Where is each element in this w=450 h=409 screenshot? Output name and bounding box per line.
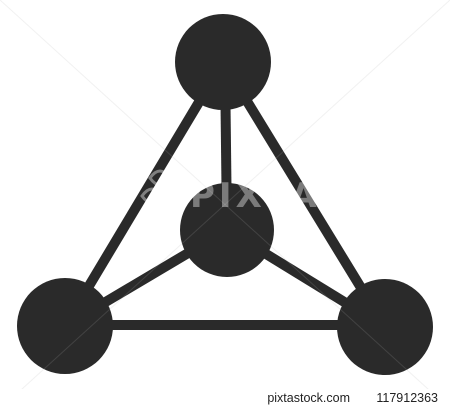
footer-bar: pixtastock.com 117912363 [0, 389, 450, 409]
atom-bottom-right [337, 279, 433, 375]
footer-image-id: 117912363 [376, 391, 438, 405]
footer-brand: pixtastock.com [267, 391, 350, 405]
bond-top-right [218, 59, 390, 330]
watermark-logo-icon [140, 169, 180, 205]
atom-bottom-left [17, 278, 113, 374]
atom-center [180, 183, 274, 277]
atom-top [175, 14, 271, 110]
molecule-icon [17, 14, 433, 375]
bond-top-left [60, 59, 228, 329]
